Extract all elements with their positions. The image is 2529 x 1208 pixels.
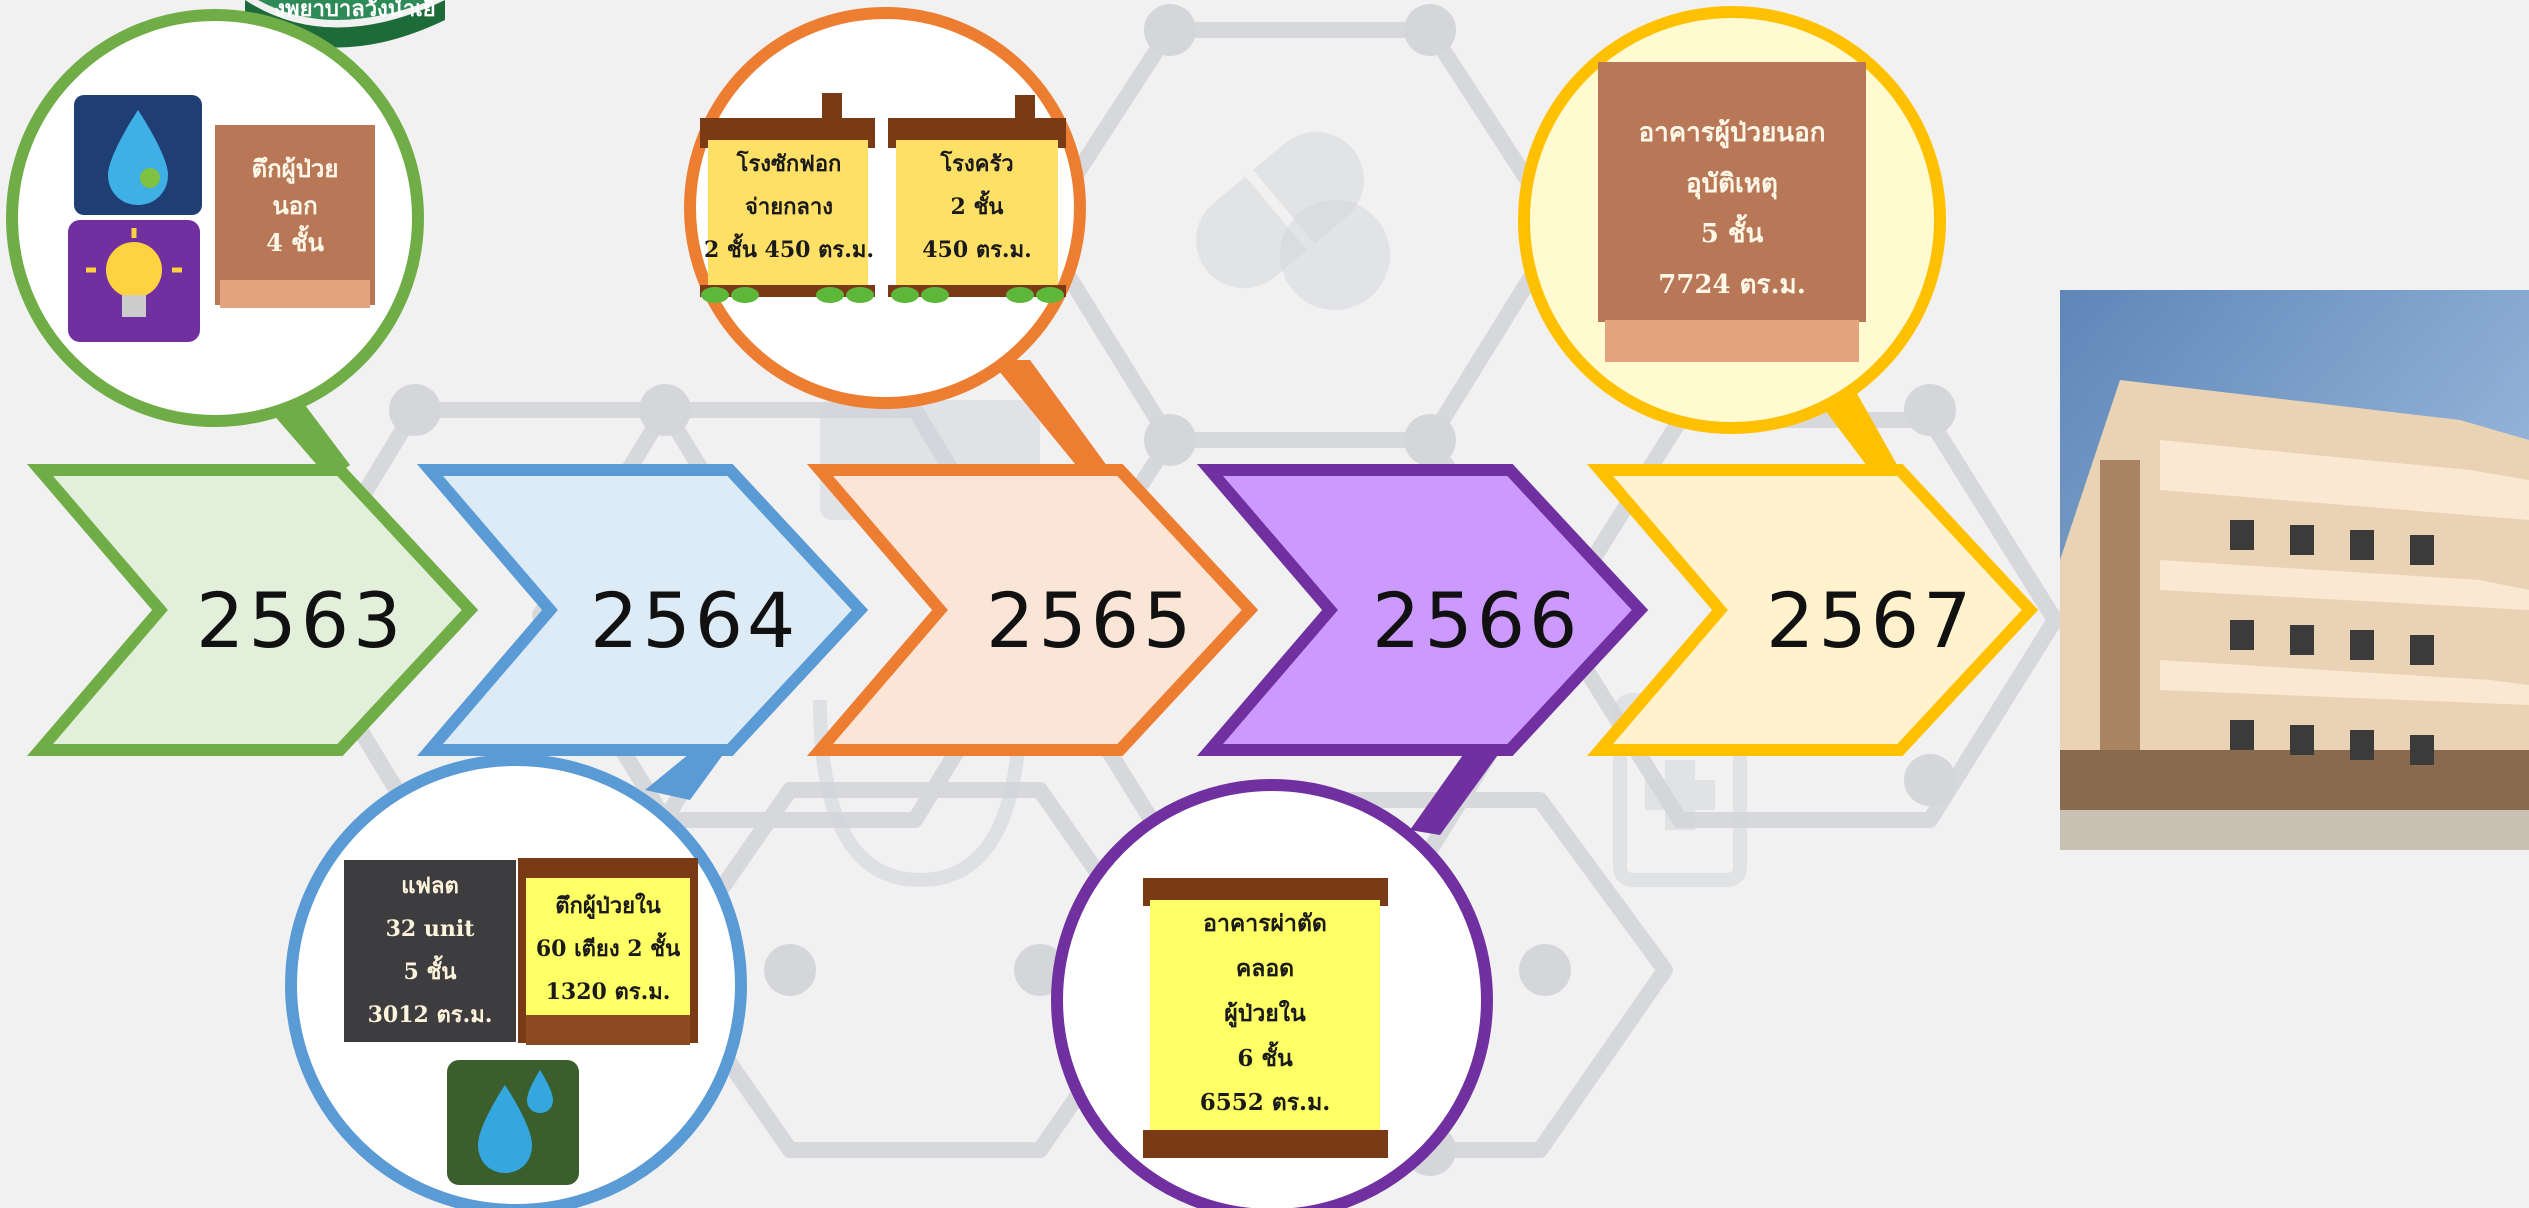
light-bulb-icon bbox=[68, 220, 200, 342]
chevron-2565 bbox=[806, 464, 1259, 756]
logo-text: งพยาบาลวังน้ำเย็ bbox=[274, 0, 436, 22]
kitchen-building-label: โรงครัว 2 ชั้น 450 ตร.ม. bbox=[896, 143, 1058, 272]
tablet-icon bbox=[1280, 200, 1390, 310]
label-line: แฟลต bbox=[401, 873, 459, 899]
connectors bbox=[265, 360, 1900, 835]
label-line: ตึกผู้ป่วย bbox=[251, 154, 339, 183]
kitchen-building-icon bbox=[888, 95, 1066, 303]
label-line: ตึกผู้ป่วยใน bbox=[555, 893, 661, 919]
laundry-building-label: โรงซักฟอก จ่ายกลาง 2 ชั้น 450 ตร.ม. bbox=[700, 143, 878, 272]
opd-building-icon bbox=[1598, 62, 1866, 362]
label-line: 4 ชั้น bbox=[266, 228, 324, 258]
label-line: ผู้ป่วยใน bbox=[1224, 999, 1306, 1027]
hospital-building-photo bbox=[2060, 290, 2529, 850]
label-line: อุบัติเหตุ bbox=[1686, 168, 1778, 199]
label-line: อาคารผ่าตัด bbox=[1203, 910, 1327, 937]
circle-2565 bbox=[684, 7, 1086, 409]
label-line: 1320 ตร.ม. bbox=[545, 978, 671, 1005]
water-drop-icon bbox=[74, 95, 202, 215]
label-line: 3012 ตร.ม. bbox=[367, 1001, 493, 1028]
label-line: 2 ชั้น 450 ตร.ม. bbox=[703, 236, 875, 263]
label-line: คลอด bbox=[1235, 954, 1295, 982]
label-line: 5 ชั้น bbox=[1700, 219, 1764, 250]
year-label-2563: 2563 bbox=[196, 576, 406, 665]
year-label-2565: 2565 bbox=[986, 576, 1196, 665]
chevron-2567 bbox=[1586, 464, 2039, 756]
label-line: 6 ชั้น bbox=[1237, 1044, 1293, 1072]
label-line: 6552 ตร.ม. bbox=[1199, 1089, 1331, 1117]
operating-building-icon bbox=[1143, 878, 1388, 1158]
building-2563-icon bbox=[215, 125, 375, 308]
label-line: 2 ชั้น bbox=[950, 193, 1004, 220]
flat-building-icon bbox=[344, 860, 516, 1042]
stethoscope-icon bbox=[813, 699, 1027, 888]
flat-building-label: แฟลต 32 unit 5 ชั้น 3012 ตร.ม. bbox=[344, 865, 516, 1037]
label-line: โรงซักฟอก bbox=[736, 151, 842, 177]
chevron-2563 bbox=[26, 464, 479, 756]
label-line: โรงครัว bbox=[940, 151, 1014, 177]
water-drops-icon bbox=[447, 1060, 579, 1185]
label-line: 7724 ตร.ม. bbox=[1658, 270, 1806, 301]
background-nodes bbox=[389, 4, 1956, 1176]
label-line: 60 เตียง 2 ชั้น bbox=[535, 935, 681, 962]
year-label-2564: 2564 bbox=[590, 576, 800, 665]
label-line: อาคารผู้ป่วยนอก bbox=[1638, 118, 1826, 148]
building-2563-label: ตึกผู้ป่วย นอก 4 ชั้น bbox=[225, 150, 365, 262]
chevron-2566 bbox=[1196, 464, 1649, 756]
label-line: 5 ชั้น bbox=[403, 958, 457, 985]
label-line: จ่ายกลาง bbox=[744, 193, 834, 220]
operating-building-label: อาคารผ่าตัด คลอด ผู้ป่วยใน 6 ชั้น 6552 ต… bbox=[1150, 902, 1380, 1126]
laundry-building-icon bbox=[700, 93, 875, 303]
ward-building-label: ตึกผู้ป่วยใน 60 เตียง 2 ชั้น 1320 ตร.ม. bbox=[520, 885, 696, 1014]
year-label-2566: 2566 bbox=[1372, 576, 1582, 665]
label-line: นอก bbox=[272, 191, 318, 221]
label-line: 32 unit bbox=[385, 915, 475, 942]
label-line: 450 ตร.ม. bbox=[922, 236, 1032, 263]
chevron-2564 bbox=[416, 464, 869, 756]
year-label-2567: 2567 bbox=[1766, 576, 1976, 665]
opd-building-label: อาคารผู้ป่วยนอก อุบัติเหตุ 5 ชั้น 7724 ต… bbox=[1598, 108, 1866, 311]
ward-building-icon bbox=[518, 858, 698, 1045]
